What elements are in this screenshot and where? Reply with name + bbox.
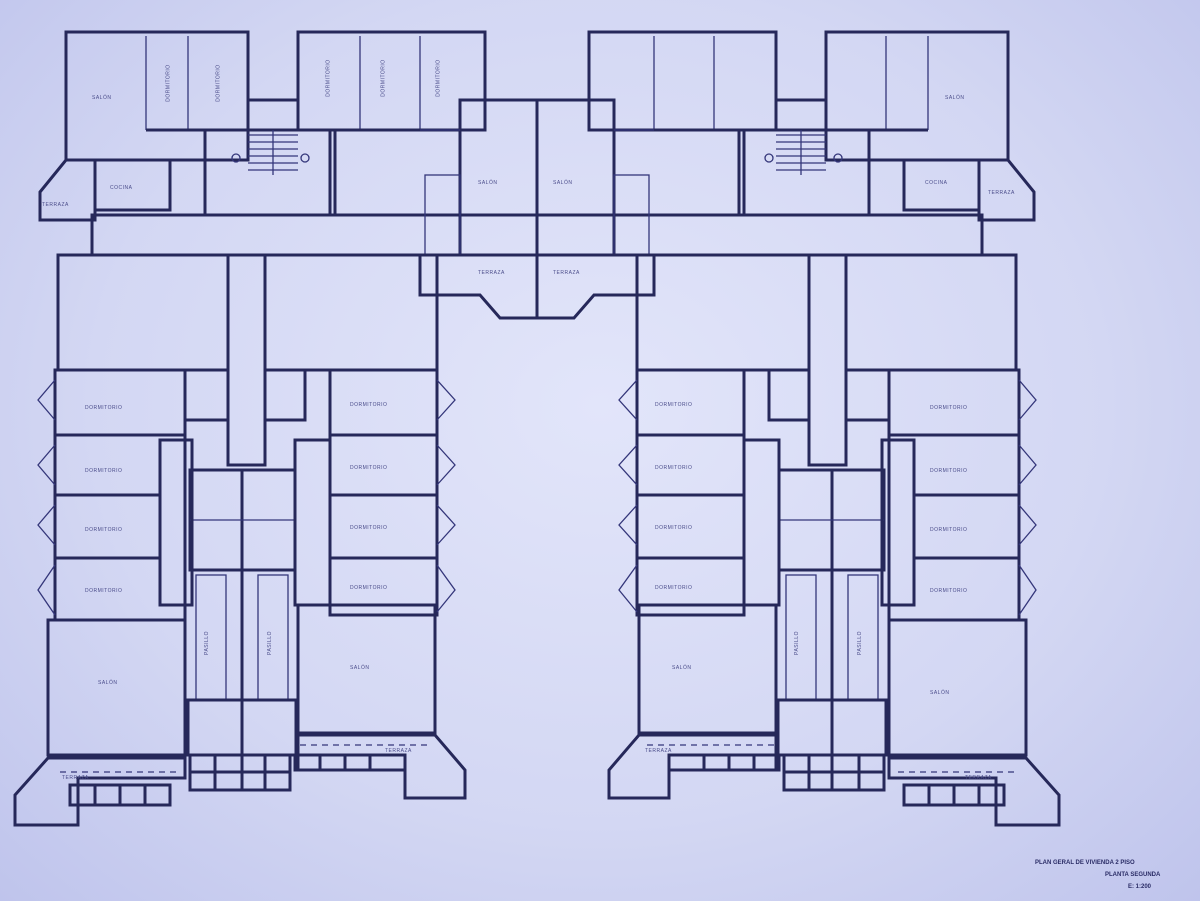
room-label-salon: SALÓN <box>945 95 965 101</box>
room-label-dormitorio: DORMITORIO <box>85 588 123 594</box>
room-label-dormitorio: DORMITORIO <box>350 525 388 531</box>
room-label-dormitorio: DORMITORIO <box>165 64 172 102</box>
title-line-3: E: 1:200 <box>1128 884 1152 890</box>
room-label-terraza: TERRAZA <box>988 190 1015 196</box>
room-label-pasillo: PASILLO <box>856 631 863 655</box>
room-label-salon: SALÓN <box>553 180 573 186</box>
room-label-dormitorio: DORMITORIO <box>655 585 693 591</box>
room-label-salon: SALÓN <box>98 680 118 686</box>
room-label-terraza: TERRAZA <box>385 748 412 754</box>
room-label-terraza: TERRAZA <box>478 270 505 276</box>
room-label-terraza: TERRAZA <box>965 775 992 781</box>
room-label-pasillo: PASILLO <box>793 631 800 655</box>
room-label-dormitorio: DORMITORIO <box>655 525 693 531</box>
room-label-cocina: COCINA <box>110 185 133 191</box>
room-label-dormitorio: DORMITORIO <box>930 588 968 594</box>
room-label-dormitorio: DORMITORIO <box>85 527 123 533</box>
room-label-salon: SALÓN <box>350 665 370 671</box>
room-label-dormitorio: DORMITORIO <box>930 527 968 533</box>
room-label-dormitorio: DORMITORIO <box>655 402 693 408</box>
room-label-dormitorio: DORMITORIO <box>930 468 968 474</box>
room-label-dormitorio: DORMITORIO <box>350 585 388 591</box>
room-label-dormitorio: DORMITORIO <box>350 402 388 408</box>
room-label-terraza: TERRAZA <box>645 748 672 754</box>
room-label-salon: SALÓN <box>930 690 950 696</box>
room-label-terraza: TERRAZA <box>62 775 89 781</box>
room-label-salon: SALÓN <box>92 95 112 101</box>
room-label-dormitorio: DORMITORIO <box>85 468 123 474</box>
title-line-2: PLANTA SEGUNDA <box>1105 872 1161 878</box>
room-label-dormitorio: DORMITORIO <box>655 465 693 471</box>
title-line-1: PLAN GERAL DE VIVIENDA 2 PISO <box>1035 860 1135 866</box>
room-label-terraza: TERRAZA <box>553 270 580 276</box>
room-label-salon: SALÓN <box>478 180 498 186</box>
room-label-dormitorio: DORMITORIO <box>350 465 388 471</box>
room-label-pasillo: PASILLO <box>203 631 210 655</box>
room-label-dormitorio: DORMITORIO <box>380 59 387 97</box>
room-label-salon: SALÓN <box>672 665 692 671</box>
room-label-cocina: COCINA <box>925 180 948 186</box>
room-label-terraza: TERRAZA <box>42 202 69 208</box>
room-label-pasillo: PASILLO <box>266 631 273 655</box>
room-label-dormitorio: DORMITORIO <box>435 59 442 97</box>
room-label-dormitorio: DORMITORIO <box>325 59 332 97</box>
room-label-dormitorio: DORMITORIO <box>215 64 222 102</box>
room-label-dormitorio: DORMITORIO <box>85 405 123 411</box>
room-label-dormitorio: DORMITORIO <box>930 405 968 411</box>
